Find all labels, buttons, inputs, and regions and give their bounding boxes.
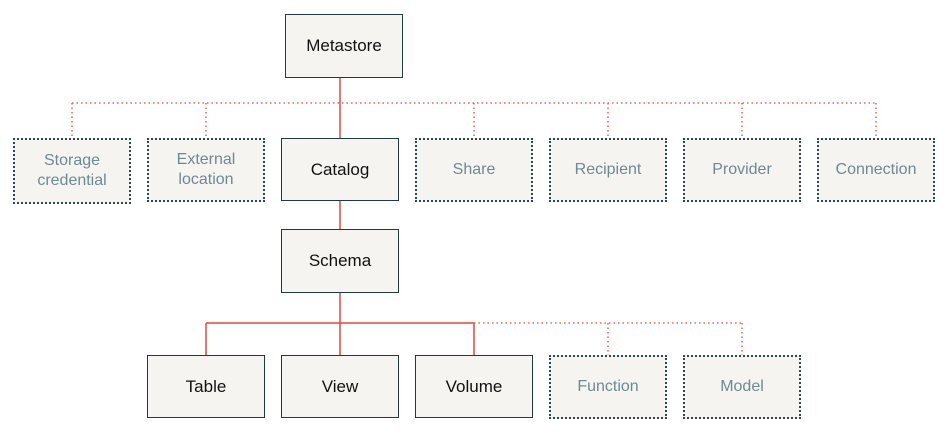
external-location-label-line1: External [176, 151, 236, 168]
recipient-label: Recipient [574, 161, 642, 178]
view-node: View [281, 355, 399, 418]
function-node: Function [549, 355, 667, 419]
model-node: Model [683, 355, 801, 419]
function-label: Function [577, 378, 639, 395]
model-label: Model [720, 378, 764, 395]
storage-credential-node: Storage credential [13, 138, 131, 204]
schema-label: Schema [308, 251, 372, 271]
connection-node: Connection [817, 138, 935, 202]
volume-node: Volume [415, 355, 533, 418]
catalog-node: Catalog [281, 138, 399, 201]
catalog-label: Catalog [310, 159, 370, 179]
recipient-node: Recipient [549, 138, 667, 202]
table-node: Table [147, 355, 265, 418]
external-location-label-line2: location [178, 171, 234, 188]
metastore-label: Metastore [306, 36, 382, 56]
connection-label: Connection [835, 161, 917, 178]
table-label: Table [185, 376, 227, 396]
metastore-node: Metastore [285, 14, 403, 78]
schema-node: Schema [281, 229, 399, 293]
storage-credential-label-line2: credential [37, 172, 107, 189]
storage-credential-label-line1: Storage [43, 152, 101, 169]
view-label: View [321, 376, 359, 396]
provider-node: Provider [683, 138, 801, 202]
share-label: Share [452, 161, 496, 178]
share-node: Share [415, 138, 533, 202]
external-location-node: External location [147, 138, 265, 202]
volume-label: Volume [445, 376, 503, 396]
provider-label: Provider [712, 161, 772, 178]
